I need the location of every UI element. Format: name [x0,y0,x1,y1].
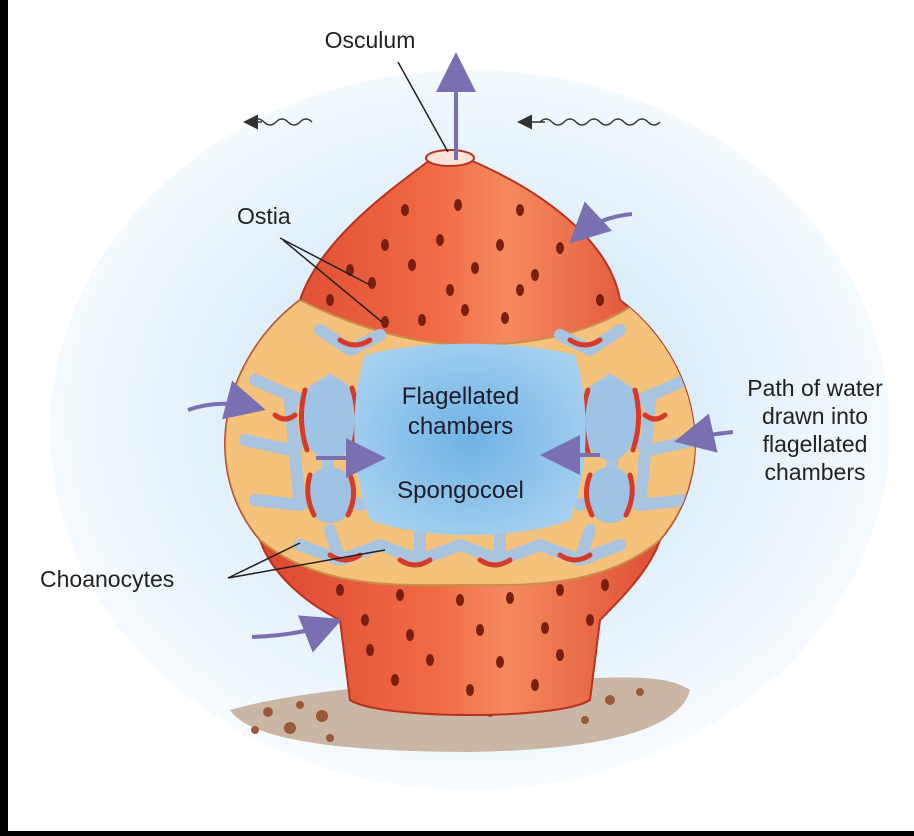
label-choanocytes: Choanocytes [40,565,174,593]
label-path-line3: flagellated [720,430,910,458]
label-osculum: Osculum [300,26,440,54]
label-ostia: Ostia [237,202,291,230]
label-spongocoel: Spongocoel [368,476,553,506]
label-flagellated-line1: Flagellated [368,382,553,412]
osculum-opening [426,150,474,166]
label-path-line1: Path of water [720,374,910,402]
label-path-line2: drawn into [720,402,910,430]
label-path-line4: chambers [720,458,910,486]
label-flagellated-line2: chambers [368,412,553,442]
